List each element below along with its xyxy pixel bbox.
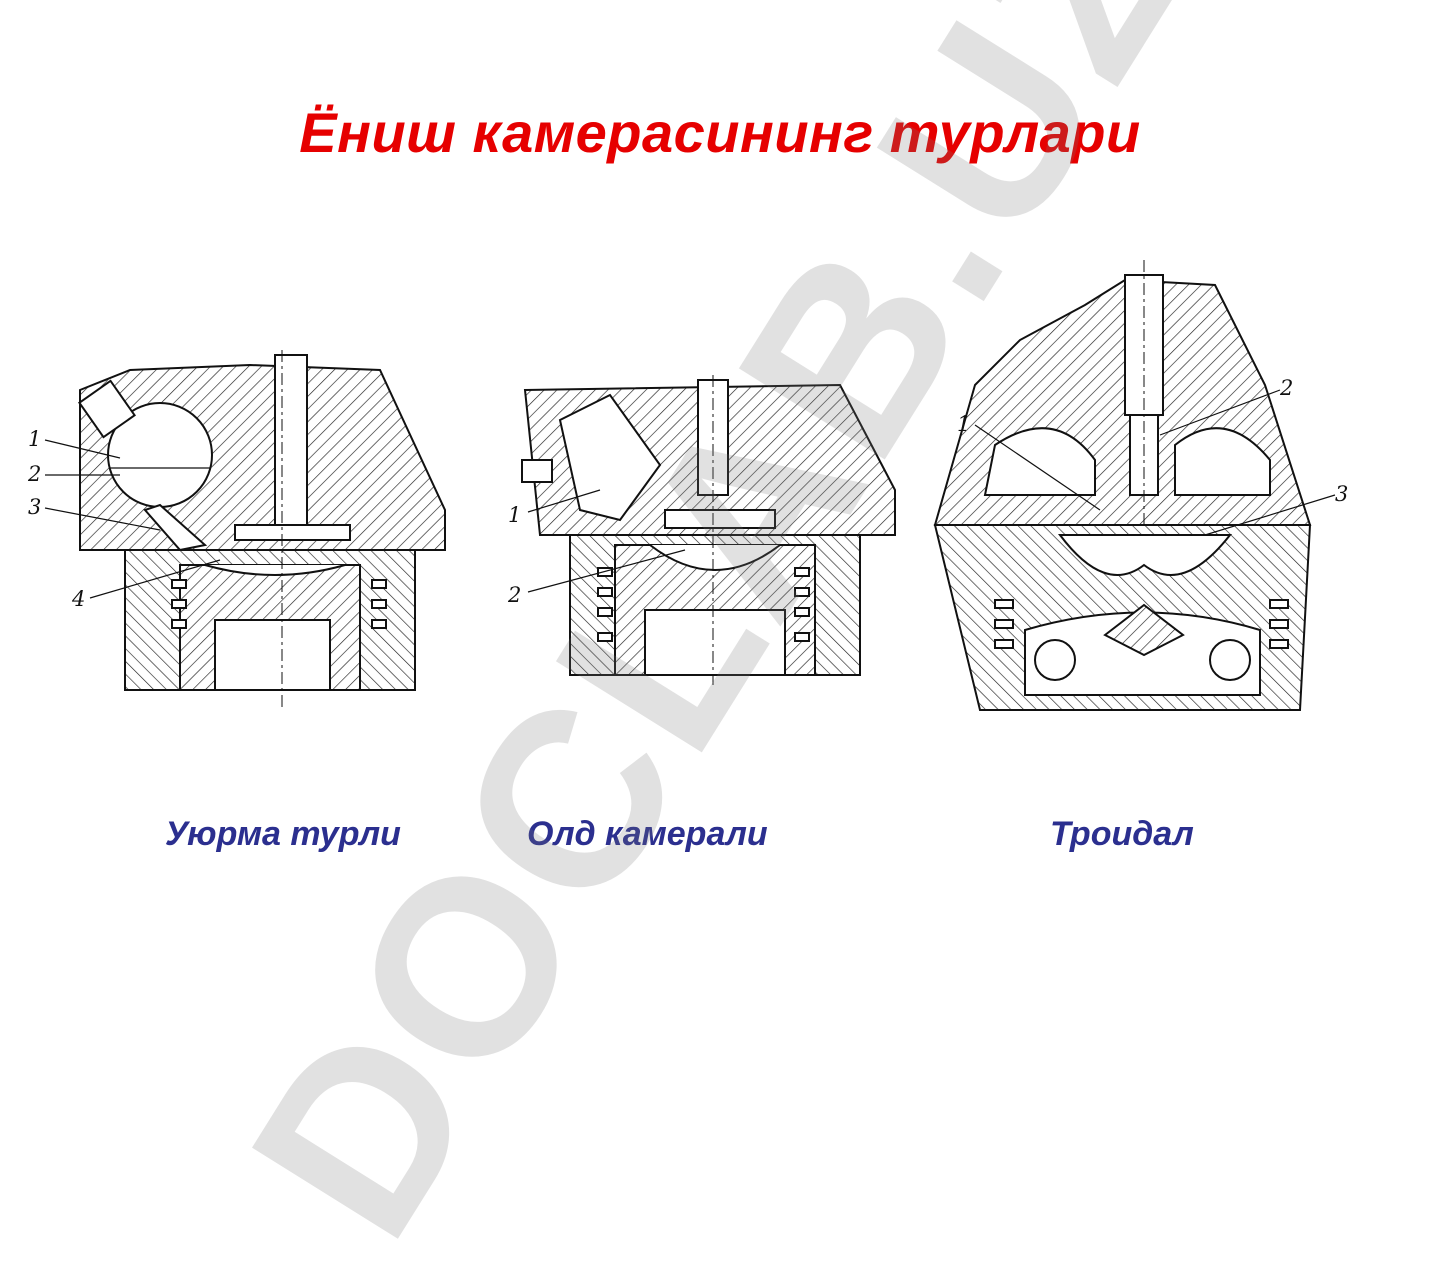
callout-4: 4 bbox=[71, 587, 85, 611]
callout-3: 3 bbox=[1335, 482, 1348, 506]
swirl-chamber-diagram: 1 2 3 4 bbox=[27, 350, 446, 710]
page-title: Ёниш камерасининг турлари bbox=[299, 101, 1141, 164]
caption-swirl-chamber: Уюрма турли bbox=[165, 815, 401, 853]
prechamber-diagram: 1 2 bbox=[507, 375, 896, 685]
callout-3: 3 bbox=[28, 495, 41, 519]
callout-1: 1 bbox=[957, 412, 970, 436]
callout-2: 2 bbox=[1279, 376, 1293, 400]
callout-1: 1 bbox=[508, 503, 521, 527]
callout-1: 1 bbox=[28, 427, 41, 451]
callout-2: 2 bbox=[507, 583, 521, 607]
caption-toroidal: Троидал bbox=[1050, 815, 1194, 853]
toroidal-chamber-diagram: 1 2 3 bbox=[933, 260, 1348, 711]
caption-prechamber: Олд камерали bbox=[527, 815, 768, 853]
callout-2: 2 bbox=[27, 462, 41, 486]
